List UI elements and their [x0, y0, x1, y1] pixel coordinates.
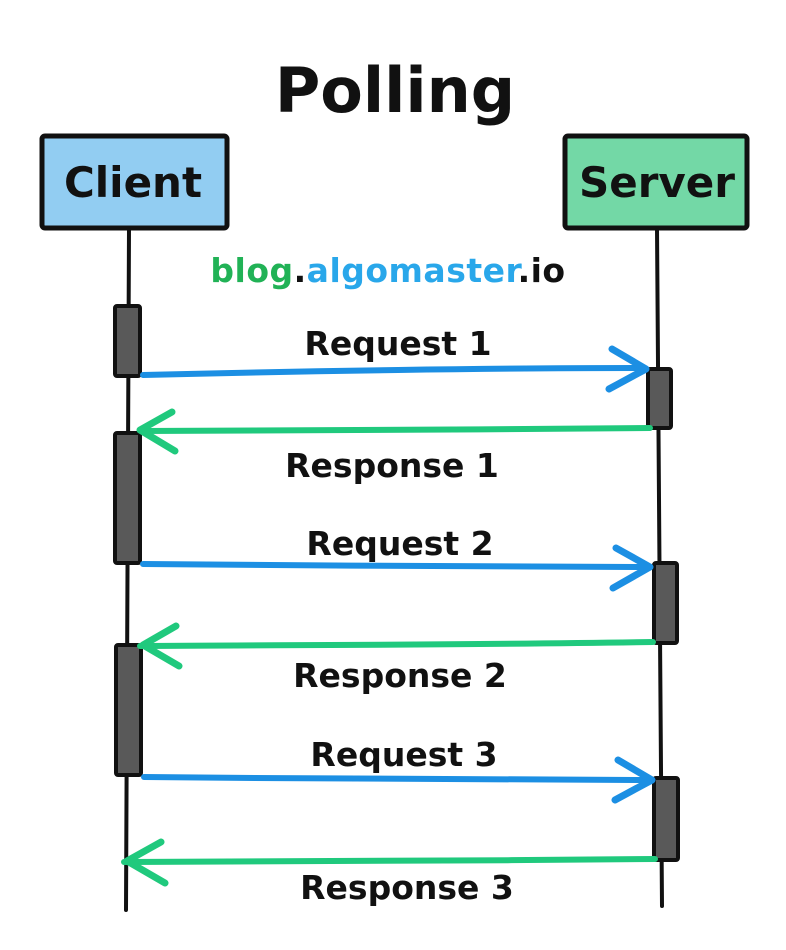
request-2-label: Request 2: [306, 524, 493, 563]
response-3-arrowhead: [123, 838, 169, 887]
response-1-arrow: [138, 425, 653, 434]
server-actor-label: Server: [579, 158, 735, 207]
request-1-label: Request 1: [304, 324, 491, 363]
client-activation-bar-2: [113, 431, 142, 565]
response-3-arrow: [121, 856, 658, 865]
watermark-io: io: [531, 251, 566, 290]
server-activation-bar-3: [652, 776, 680, 862]
response-1-label: Response 1: [285, 446, 499, 485]
request-3-arrow: [141, 774, 650, 783]
client-activation-bar-3: [114, 643, 143, 777]
server-activation-bar-1: [646, 367, 673, 430]
watermark-blog: blog: [210, 251, 293, 290]
request-3-label: Request 3: [310, 735, 497, 774]
server-actor-box: [562, 133, 750, 231]
response-3-label: Response 3: [300, 868, 514, 907]
request-1-arrow: [140, 365, 644, 378]
watermark-dot-2: .: [518, 251, 531, 290]
response-2-arrow: [137, 639, 656, 649]
request-2-arrowhead: [609, 544, 654, 592]
client-actor-box: [39, 133, 230, 231]
watermark-algomaster: algomaster: [307, 251, 523, 290]
response-2-label: Response 2: [293, 656, 507, 695]
response-1-arrowhead: [136, 408, 179, 455]
server-activation-bar-2: [652, 561, 679, 645]
client-activation-bar-1: [113, 304, 142, 378]
response-2-arrowhead: [139, 622, 183, 670]
watermark-dot-1: .: [294, 251, 307, 290]
request-3-arrowhead: [611, 756, 656, 804]
request-2-arrow: [140, 561, 648, 570]
watermark: blog.algomaster.io: [210, 251, 565, 290]
request-1-arrowhead: [605, 345, 650, 393]
client-actor-label: Client: [64, 158, 202, 207]
diagram-title: Polling: [275, 54, 515, 127]
